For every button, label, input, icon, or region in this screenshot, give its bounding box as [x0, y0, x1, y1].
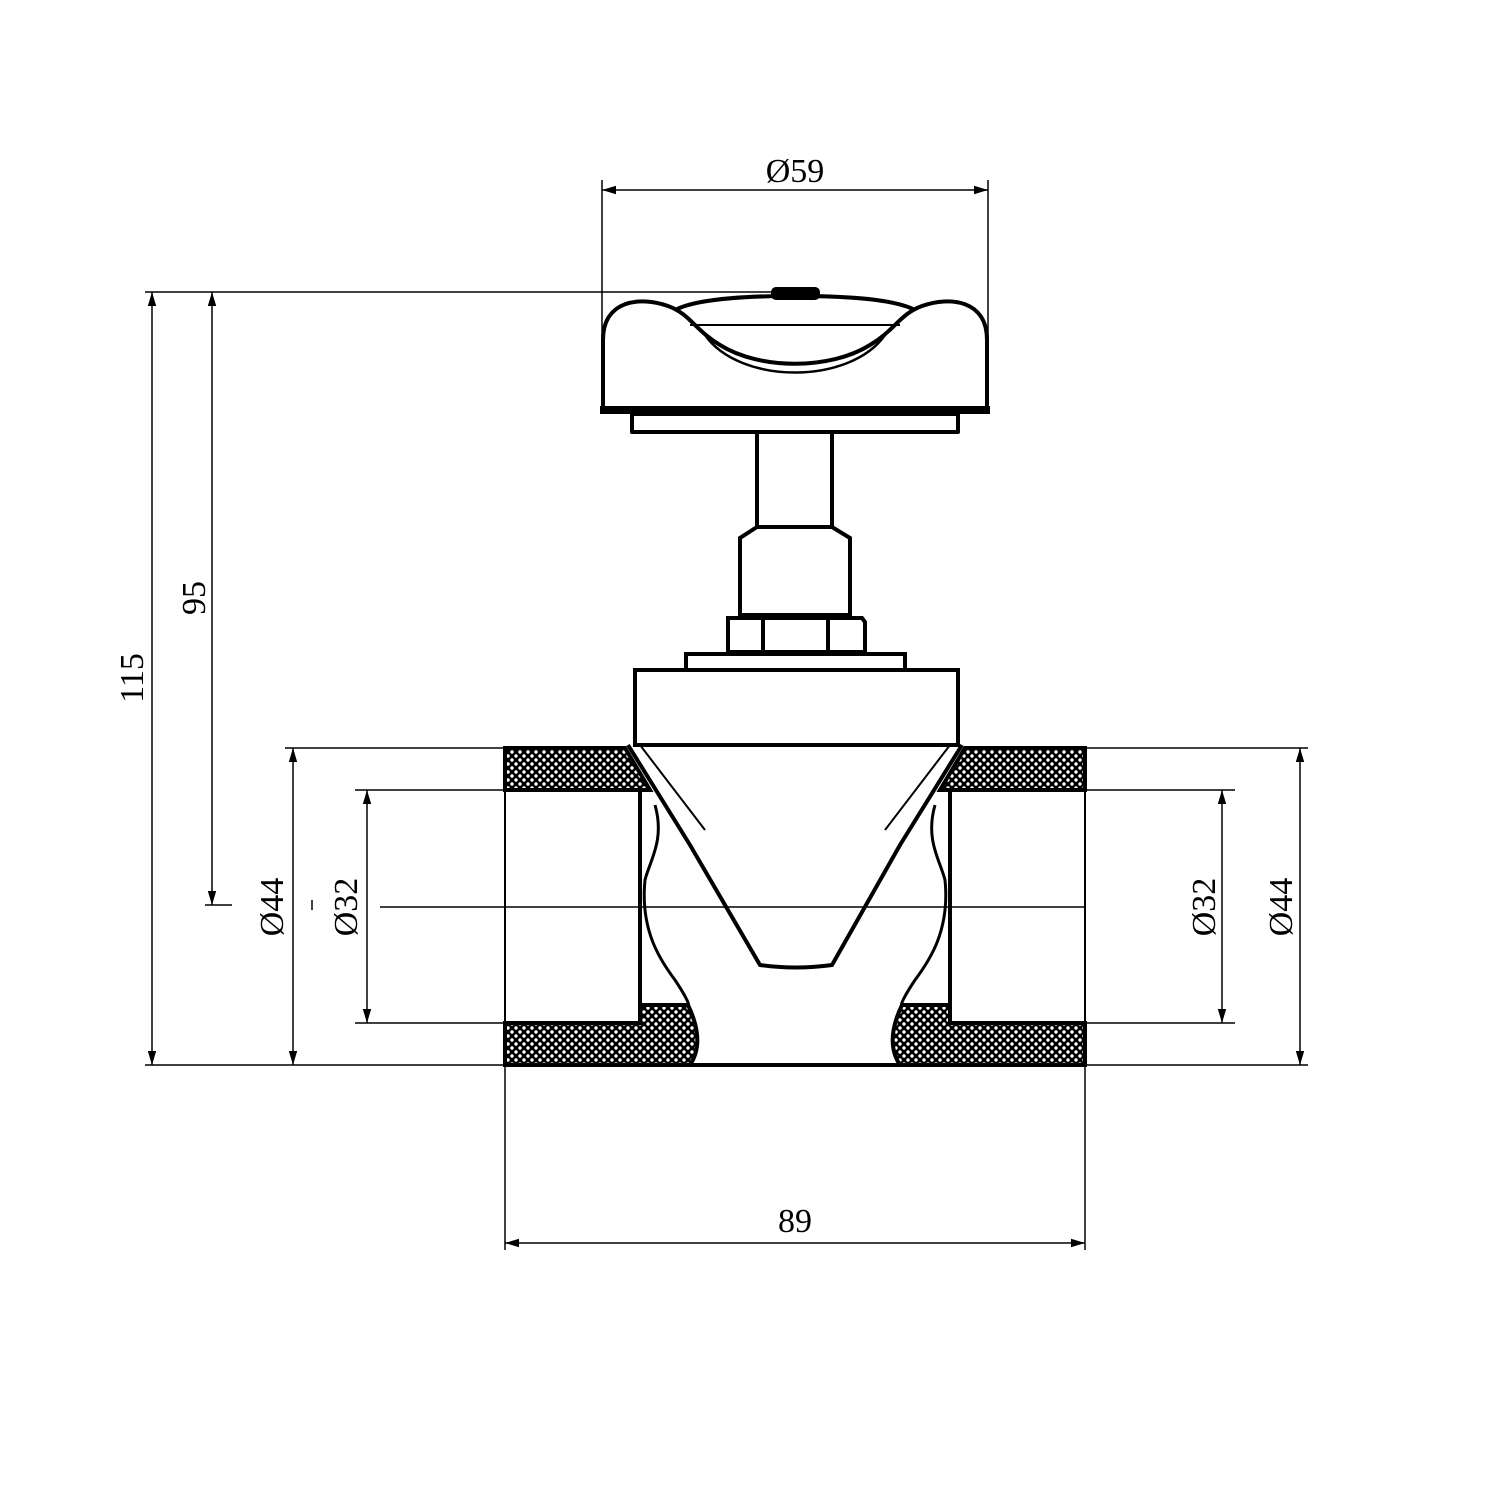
dim-left-inner-diameter: Ø32 — [328, 878, 365, 937]
dim-overall-height: 115 — [114, 653, 151, 703]
dimension-lines — [145, 180, 1308, 1250]
dim-left-outer-diameter: Ø44 — [254, 878, 291, 937]
handwheel — [600, 287, 990, 434]
dim-axis-height: 95 — [176, 581, 213, 615]
dim-right-outer-diameter: Ø44 — [1263, 878, 1300, 937]
valve-body — [503, 743, 1087, 1067]
dim-overall-length: 89 — [778, 1203, 812, 1240]
dim-right-inner-diameter: Ø32 — [1186, 878, 1223, 937]
dim-handle-diameter: Ø59 — [766, 153, 825, 190]
valve-stem — [633, 430, 960, 747]
